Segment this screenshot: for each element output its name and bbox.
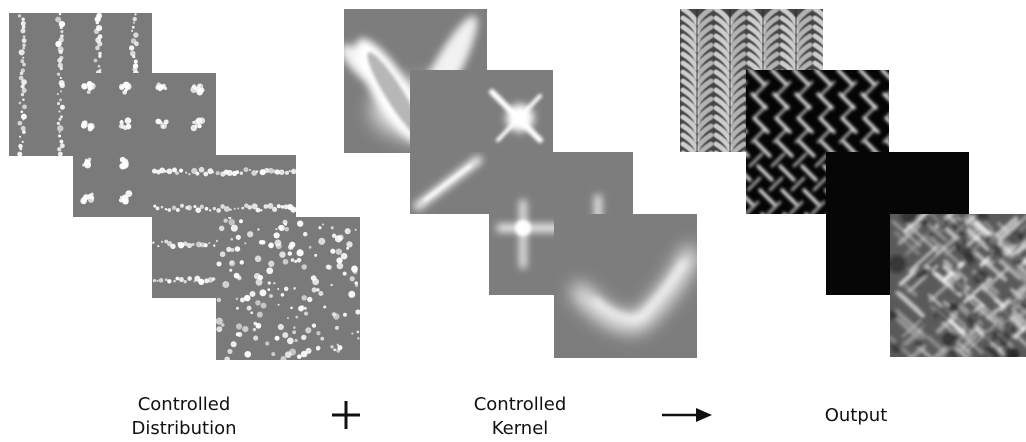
- caption-line: Distribution: [131, 418, 237, 439]
- caption-line: Controlled: [137, 394, 231, 415]
- noise-strokes: [890, 214, 1026, 357]
- caption-output: Output: [756, 404, 956, 428]
- kernel-panel-v-shape: [554, 214, 697, 358]
- output-panel-diagonal-noise: [890, 214, 1026, 357]
- distribution-panel-random-dots: [216, 217, 360, 360]
- arrow-right-icon: [662, 408, 712, 422]
- caption-line: Kernel: [491, 418, 549, 439]
- caption-line: Controlled: [473, 394, 567, 415]
- plus-icon: [332, 401, 360, 429]
- distribution-dots: [216, 217, 360, 360]
- caption-line: Output: [824, 405, 888, 426]
- caption-distribution: Controlled Distribution: [84, 393, 284, 441]
- caption-kernel: Controlled Kernel: [420, 393, 620, 441]
